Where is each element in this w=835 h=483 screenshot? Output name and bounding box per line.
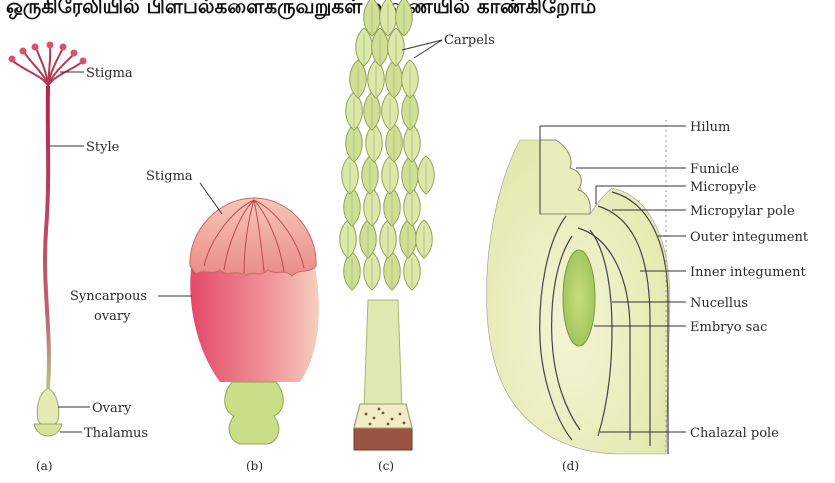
syncarpous-ovary-body <box>190 262 319 382</box>
carpel-cluster <box>340 0 435 290</box>
figure-c-multicarpellary-pistil <box>340 0 435 450</box>
caption-b: (b) <box>246 459 263 473</box>
receptacle-column <box>364 300 402 410</box>
label-d-inner-integument: Inner integument <box>690 265 806 280</box>
thalamus-a <box>34 424 62 436</box>
label-d-outer-integument: Outer integument <box>690 230 809 245</box>
label-c-carpels: Carpels <box>444 33 495 48</box>
label-d-embryo-sac: Embryo sac <box>690 320 767 335</box>
label-b-ovary: ovary <box>94 309 131 324</box>
stigma-lobes <box>9 42 87 87</box>
figure-a-pistil <box>9 42 87 437</box>
embryo-sac <box>563 250 595 346</box>
label-b-syncarpous: Syncarpous <box>70 289 147 304</box>
label-d-chalazal-pole: Chalazal pole <box>690 426 779 441</box>
figure-b-syncarpous-pistil <box>190 198 319 444</box>
caption-d: (d) <box>562 459 579 473</box>
label-d-micropyle: Micropyle <box>690 180 757 195</box>
style-stalk <box>45 86 49 388</box>
label-a-thalamus: Thalamus <box>84 426 148 441</box>
figure-d-ovule <box>486 120 670 454</box>
stalk-b <box>225 382 284 444</box>
stigma-cap-b <box>190 198 316 276</box>
ovary-a <box>37 388 58 426</box>
label-d-nucellus: Nucellus <box>690 296 748 311</box>
label-d-hilum: Hilum <box>690 120 730 135</box>
caption-c: (c) <box>378 459 394 473</box>
caption-a: (a) <box>36 459 53 473</box>
label-d-funicle: Funicle <box>690 162 739 177</box>
label-a-stigma: Stigma <box>86 66 133 81</box>
label-b-stigma: Stigma <box>146 169 193 184</box>
label-a-style: Style <box>86 140 120 155</box>
label-d-micropylar-pole: Micropylar pole <box>690 204 795 219</box>
label-a-ovary: Ovary <box>92 401 132 416</box>
funicle <box>540 140 590 214</box>
